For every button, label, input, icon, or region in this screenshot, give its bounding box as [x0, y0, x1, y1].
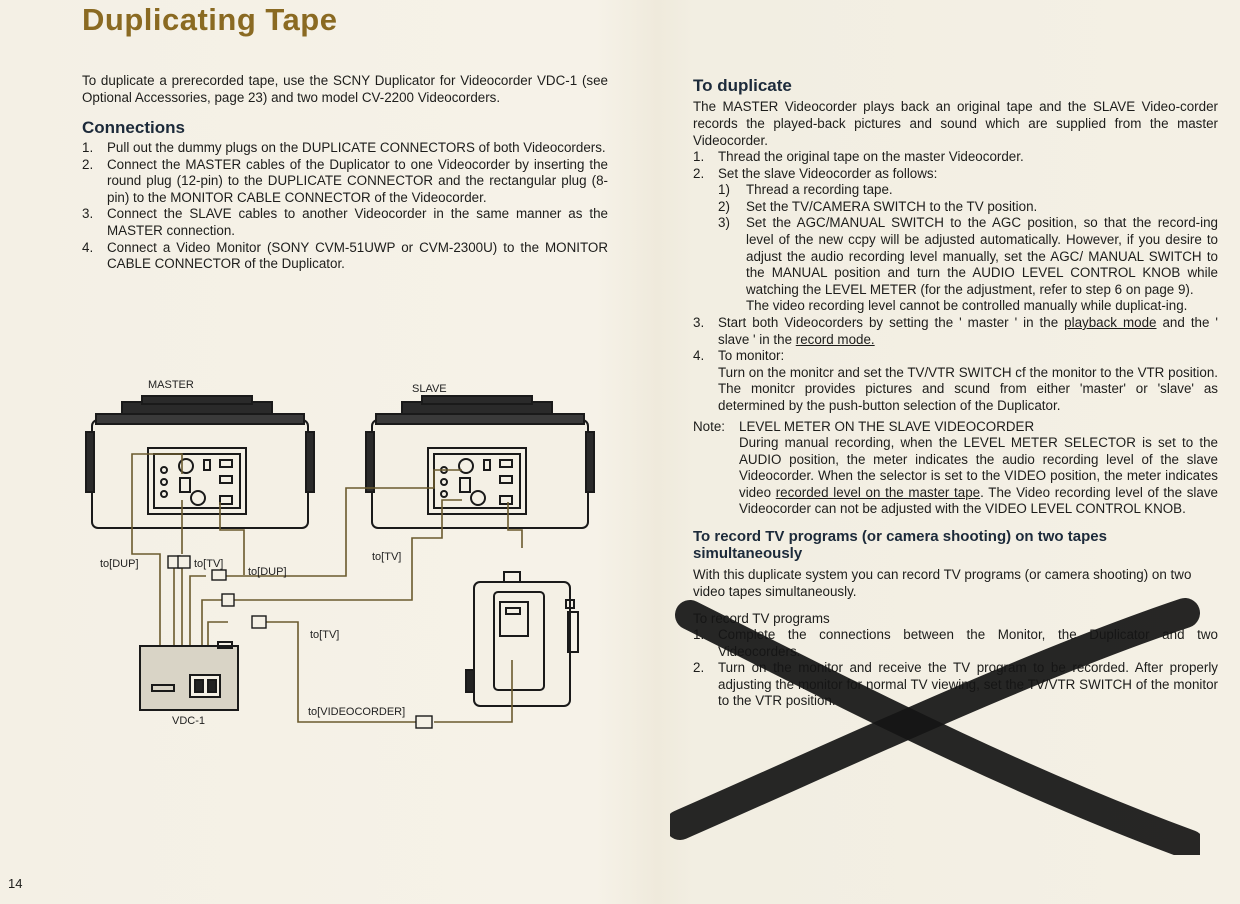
to-duplicate-heading: To duplicate	[693, 76, 792, 95]
step-text: Set the slave Videocorder as follows:	[718, 165, 938, 181]
step-text: Turn on the monitcr and set the TV/VTR S…	[718, 364, 1218, 413]
list-item: 2.Set the slave Videocorder as follows:	[693, 166, 1218, 183]
step-text: Connect the SLAVE cables to another Vide…	[107, 206, 608, 238]
step-text: Connect a Video Monitor (SONY CVM-51UWP …	[107, 239, 608, 272]
list-item: 3)Set the AGC/MANUAL SWITCH to the AGC p…	[718, 215, 1218, 297]
record-tv-heading: To record TV programs (or camera shootin…	[693, 528, 1107, 563]
to-tv-monitor-label: to[TV]	[310, 629, 339, 641]
step-text: Pull out the dummy plugs on the DUPLICAT…	[107, 140, 606, 155]
note-body: During manual recording, when the LEVEL …	[739, 435, 1218, 517]
step-text: Start both Videocorders by setting the '…	[718, 314, 1218, 347]
step-number: 1.	[82, 140, 94, 155]
step-text: Thread the original tape on the master V…	[718, 149, 1024, 164]
right-column: To duplicate The MASTER Videocorder play…	[693, 76, 1218, 710]
cable-lines	[131, 453, 523, 723]
connection-diagram: MASTER SLAVE to[DUP] to[TV] to[DUP] to[T…	[82, 370, 612, 730]
connection-diagram-svg: MASTER SLAVE to[DUP] to[TV] to[DUP] to[T…	[85, 379, 595, 729]
step-number: 2.	[82, 156, 94, 172]
step-number: 4.	[82, 239, 94, 255]
step-text: To monitor:	[718, 348, 785, 364]
list-item: 2)Set the TV/CAMERA SWITCH to the TV pos…	[693, 199, 1218, 216]
list-item: 3. Start both Videocorders by setting th…	[693, 314, 1218, 347]
to-tv-label: to[TV]	[194, 558, 223, 570]
substep-text: The video recording level cannot be cont…	[746, 298, 1188, 314]
record-tv-intro: With this duplicate system you can recor…	[693, 567, 1192, 600]
list-item: 2. Connect the MASTER cables of the Dupl…	[82, 157, 608, 207]
substep-text: Set the TV/CAMERA SWITCH to the TV posit…	[746, 198, 1038, 214]
list-item: 2.Turn on the monitor and receive the TV…	[693, 660, 1218, 709]
list-item: 4. Connect a Video Monitor (SONY CVM-51U…	[82, 240, 608, 273]
master-videocorder-icon	[85, 395, 315, 529]
list-item: 4.To monitor:	[693, 348, 1218, 365]
monitor-icon	[465, 571, 579, 707]
page-number: 14	[8, 876, 23, 891]
list-item: 1)Thread a recording tape.	[693, 182, 1218, 199]
list-item: Turn on the monitcr and set the TV/VTR S…	[693, 365, 1218, 415]
note-heading: LEVEL METER ON THE SLAVE VIDEOCORDER	[739, 418, 1035, 434]
connections-heading: Connections	[82, 118, 185, 137]
list-item: 1. Pull out the dummy plugs on the DUPLI…	[82, 140, 608, 157]
duplicator-icon	[139, 641, 239, 711]
record-tv-subheading: To record TV programs	[693, 611, 830, 627]
master-label: MASTER	[148, 379, 194, 391]
step-text: Turn on the monitor and receive the TV p…	[718, 660, 1218, 709]
slave-videocorder-icon	[365, 395, 595, 529]
slave-label: SLAVE	[412, 383, 447, 395]
list-item: 1.Thread the original tape on the master…	[693, 149, 1218, 166]
page-title: Duplicating Tape	[82, 2, 338, 37]
to-videocorder-label: to[VIDEOCORDER]	[308, 706, 405, 718]
left-column: To duplicate a prerecorded tape, use the…	[82, 72, 608, 273]
list-item: 3. Connect the SLAVE cables to another V…	[82, 206, 608, 239]
intro-paragraph: To duplicate a prerecorded tape, use the…	[82, 73, 608, 105]
substep-text: Thread a recording tape.	[746, 182, 893, 198]
duplicate-intro: The MASTER Videocorder plays back an ori…	[693, 99, 1218, 148]
to-dup-left-label: to[DUP]	[100, 558, 139, 570]
connections-list: 1. Pull out the dummy plugs on the DUPLI…	[82, 140, 608, 273]
step-text: Connect the MASTER cables of the Duplica…	[107, 156, 608, 205]
note-label: Note:	[693, 418, 726, 434]
step-number: 3.	[82, 206, 94, 222]
plug-icons	[167, 555, 433, 729]
substep-text: Set the AGC/MANUAL SWITCH to the AGC pos…	[746, 215, 1218, 297]
duplicator-label: VDC-1	[172, 715, 205, 727]
step-text: Complete the connections between the Mon…	[718, 627, 1218, 659]
to-dup-mid-label: to[DUP]	[248, 566, 287, 578]
list-item: The video recording level cannot be cont…	[693, 298, 1218, 315]
to-tv-slave-label: to[TV]	[372, 551, 401, 563]
note-block: Note: LEVEL METER ON THE SLAVE VIDEOCORD…	[693, 419, 1218, 436]
list-item: 1.Complete the connections between the M…	[693, 627, 1218, 659]
